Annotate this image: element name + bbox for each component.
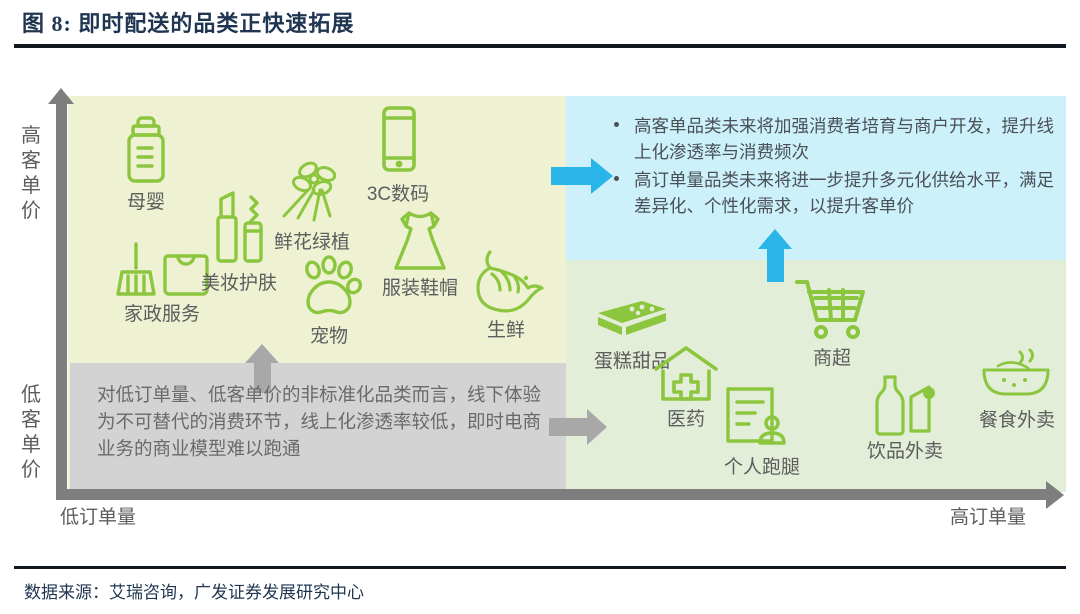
source-note: 数据来源：艾瑞咨询，广发证券发展研究中心 — [24, 583, 364, 602]
paw-print-icon — [290, 255, 368, 320]
x-axis — [56, 489, 1050, 500]
quadrant-high-price-high-volume — [566, 96, 1066, 260]
y-axis — [56, 100, 67, 500]
category-item-meizhuang: 美妆护肤 — [189, 191, 289, 295]
category-item-yinpin: 饮品外卖 — [855, 375, 955, 463]
callout-bullet-item: 高订单量品类未来将进一步提升多元化供给水平，满足差异化、个性化需求，以提升客单价 — [608, 167, 1056, 219]
flower-bouquet-icon — [258, 160, 366, 226]
x-axis-label-low: 低订单量 — [60, 507, 137, 528]
callout-bullet-text: 高订单量品类未来将进一步提升多元化供给水平，满足差异化、个性化需求，以提升客单价 — [634, 170, 1054, 216]
category-label: 个人跑腿 — [723, 457, 800, 478]
y-axis-label-high: 高客单价 — [21, 125, 41, 222]
category-label: 鲜花绿植 — [273, 232, 350, 253]
dress-icon — [372, 210, 468, 272]
category-label: 母婴 — [126, 192, 165, 213]
category-label: 蛋糕甜品 — [593, 351, 670, 372]
callout-bullet-item: 高客单品类未来将加强消费者培育与商户开发，提升线上化渗透率与消费频次 — [608, 113, 1056, 165]
x-axis-arrowhead-icon — [1046, 481, 1064, 509]
y-axis-label-low: 低客单价 — [21, 384, 41, 481]
category-item-jiazheng: 家政服务 — [108, 242, 216, 326]
category-item-yiyao: 医药 — [648, 345, 724, 431]
category-label: 生鲜 — [486, 320, 525, 341]
shrimp-icon — [466, 248, 546, 314]
title-divider — [14, 44, 1066, 48]
gray-up-arrow-icon — [245, 344, 279, 393]
chart-plot-area — [68, 96, 1066, 492]
bullet-dot-icon — [614, 176, 619, 181]
noodle-bowl-icon — [968, 348, 1066, 404]
category-label: 商超 — [812, 348, 851, 369]
category-label: 3C数码 — [366, 184, 430, 205]
category-item-chongwu: 宠物 — [290, 255, 368, 348]
category-item-shengxian: 生鲜 — [466, 248, 546, 342]
blue-right-arrow-icon — [551, 158, 613, 194]
category-item-xianhua: 鲜花绿植 — [258, 160, 366, 254]
bullet-dot-icon — [614, 122, 619, 127]
broom-bucket-icon — [108, 242, 216, 298]
y-axis-arrowhead-icon — [48, 88, 74, 104]
category-label: 服装鞋帽 — [381, 278, 458, 299]
category-label: 饮品外卖 — [866, 441, 943, 462]
category-item-fuzhuang: 服装鞋帽 — [372, 210, 468, 300]
pharmacy-cross-icon — [648, 345, 724, 403]
cake-slice-icon — [584, 295, 680, 345]
callout-bullet-list: 高客单品类未来将加强消费者培育与商户开发，提升线上化渗透率与消费频次 高订单量品… — [608, 113, 1056, 221]
errand-document-icon — [710, 385, 814, 451]
category-label: 餐食外卖 — [978, 410, 1055, 431]
category-item-muying: 母婴 — [103, 112, 189, 214]
x-axis-label-high: 高订单量 — [950, 507, 1027, 528]
category-item-shangchao: 商超 — [785, 276, 879, 370]
page-title: 图 8: 即时配送的品类正快速拓展 — [22, 11, 355, 36]
quadrant-low-price-low-volume — [70, 363, 566, 492]
category-item-sanc: 3C数码 — [352, 104, 444, 206]
category-label: 家政服务 — [123, 304, 200, 325]
baby-bottle-icon — [103, 112, 189, 186]
category-label: 美妆护肤 — [200, 273, 277, 294]
category-label: 宠物 — [309, 326, 348, 347]
shopping-cart-icon — [785, 276, 879, 342]
category-item-paotui: 个人跑腿 — [710, 385, 814, 479]
category-label: 医药 — [666, 409, 705, 430]
callout-bullet-text: 高客单品类未来将加强消费者培育与商户开发，提升线上化渗透率与消费频次 — [634, 116, 1054, 162]
footer-divider — [14, 566, 1066, 569]
low-left-note-text: 对低订单量、低客单价的非标准化品类而言，线下体验为不可替代的消费环节，线上化渗透… — [97, 384, 542, 459]
category-item-dangao: 蛋糕甜品 — [584, 295, 680, 373]
smartphone-icon — [352, 104, 444, 178]
blue-up-arrow-icon — [758, 229, 792, 282]
category-item-canshi: 餐食外卖 — [968, 348, 1066, 432]
gray-right-arrow-icon — [549, 409, 607, 445]
lipstick-mascara-icon — [189, 191, 289, 267]
beverage-bottle-icon — [855, 375, 955, 436]
